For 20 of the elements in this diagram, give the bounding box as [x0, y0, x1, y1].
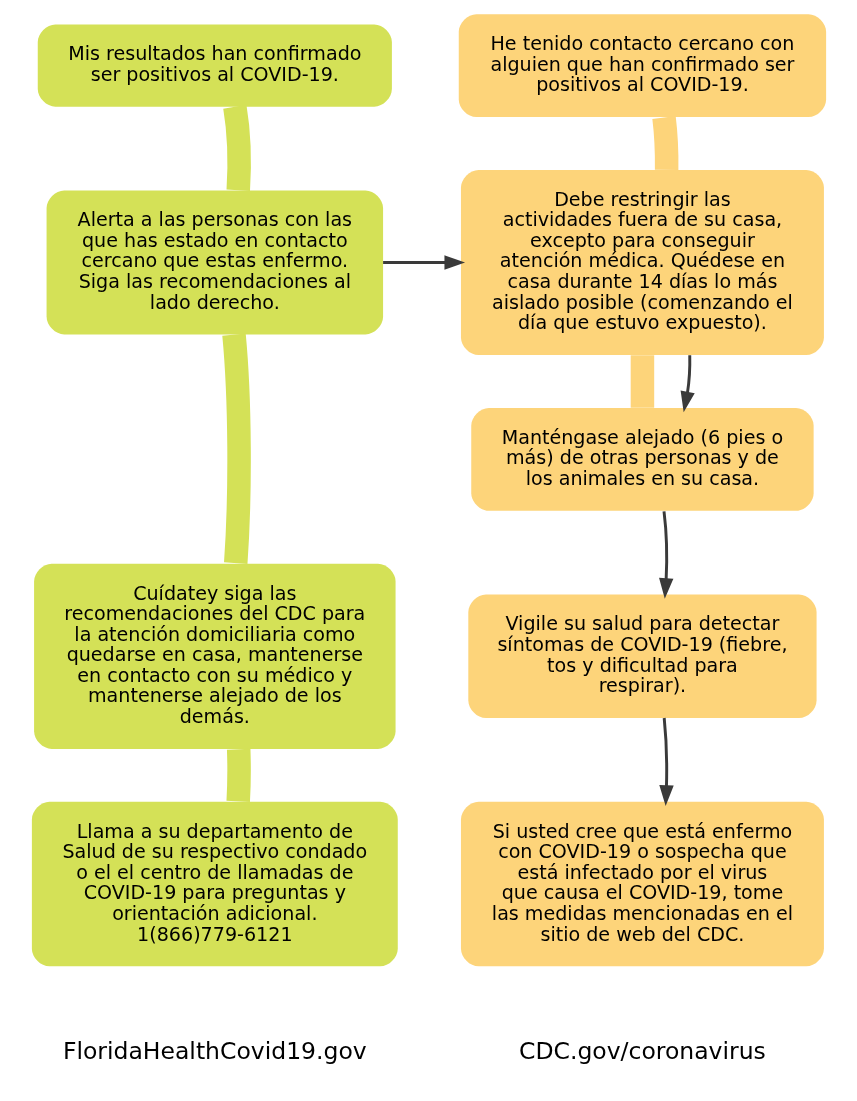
node-box: Si usted cree que está enfermo con COVID-19 o sospecha que está infectado por el virus que causa el COVID-19, tome las medidas mencionadas en el sitio de web del CDC. [460, 801, 824, 967]
node-box: Mis resultados han confirmado ser positivos al COVID-19. [37, 24, 392, 107]
connector [651, 116, 678, 170]
arrow [382, 255, 465, 270]
arrow [658, 717, 674, 806]
label: CDC.gov/coronavirus [518, 1036, 766, 1065]
connector [221, 333, 251, 564]
connector [226, 748, 251, 802]
node-box: He tenido contacto cercano con alguien que han confirmado ser positivos al COVID-19. [458, 14, 826, 117]
node-box: Llama a su departamento de Salud de su respectivo condado o el el centro de llamadas de COVID-19 para preguntas y orientación adicional. 1(866)779-6121 [31, 801, 398, 967]
node-box: Vigile su salud para detectar síntomas de COVID-19 (fiebre, tos y dificultad para respirar). [467, 594, 817, 718]
node-box: Alerta a las personas con las que has estado en contacto cercano que estas enfermo. Siga las recomendaciones al lado derecho. [46, 190, 383, 335]
arrow [680, 355, 695, 413]
arrow [658, 511, 673, 599]
connector [630, 355, 654, 408]
node-box: Cuídatey siga las recomendaciones del CDC para la atención domiciliaria como quedarse en casa, mantenerse en contacto con su médico y mantenerse alejado de los demás. [33, 563, 396, 749]
connector [222, 104, 251, 192]
label: FloridaHealthCovid19.gov [62, 1036, 367, 1065]
node-box: Debe restringir las actividades fuera de su casa, excepto para conseguir atención médica. Quédese en casa durante 14 días lo más aislado posible (comenzando el día que estuvo expuesto). [460, 169, 824, 356]
node-box: Manténgase alejado (6 pies o más) de otras personas y de los animales en su casa. [470, 407, 814, 511]
